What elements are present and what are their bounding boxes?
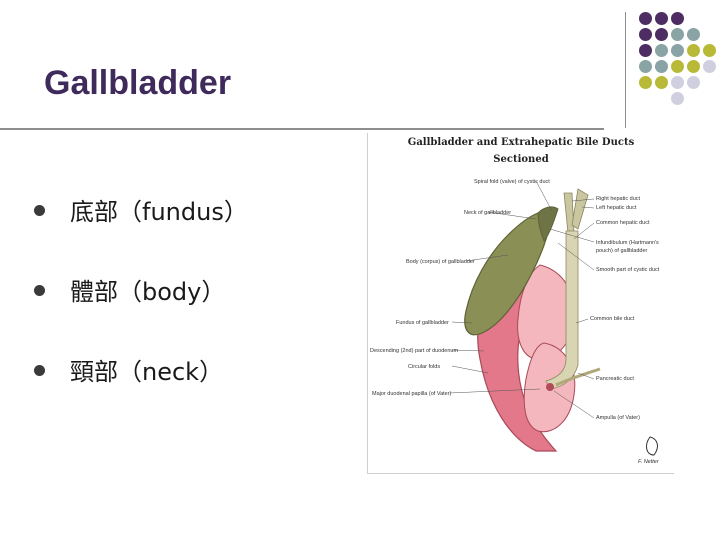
bullet-marker: [34, 205, 45, 216]
right-hepatic-duct: [563, 192, 575, 234]
dot: [687, 60, 700, 73]
label-left-hepatic-duct: Left hepatic duct: [596, 205, 637, 211]
gallbladder-neck: [537, 206, 559, 243]
label-major-duodenal-papilla: Major duodenal papilla (of Vater): [372, 391, 452, 397]
dot: [639, 60, 652, 73]
label-infundibulum: Infundibulum (Hartmann's pouch) of gallb…: [596, 240, 659, 254]
dot: [671, 76, 684, 89]
dot: [671, 60, 684, 73]
dot: [639, 44, 652, 57]
bullet-marker: [34, 285, 45, 296]
gallbladder-drawing: [449, 180, 658, 456]
label-fundus-of-gallbladder: Fundus of gallbladder: [396, 320, 449, 326]
dot: [671, 28, 684, 41]
dot: [655, 12, 668, 25]
dot: [655, 28, 668, 41]
bullet-item-body: 體部（body）: [0, 272, 360, 312]
pancreatic-duct: [555, 367, 601, 387]
bullet-marker: [34, 365, 45, 376]
label-neck-of-gallbladder: Neck of gallbladder: [464, 210, 512, 216]
label-pancreatic-duct: Pancreatic duct: [596, 376, 634, 382]
dot: [655, 76, 668, 89]
label-descending-duodenum: Descending (2nd) part of duodenum: [370, 348, 459, 354]
dot: [687, 76, 700, 89]
label-body-of-gallbladder: Body (corpus) of gallbladder: [406, 259, 475, 265]
bullet-text: 體部（body）: [70, 278, 226, 306]
signature-mark: [646, 436, 658, 456]
decorative-dot-grid: [639, 12, 720, 108]
dot: [639, 76, 652, 89]
figure-subtitle: Sectioned: [493, 154, 549, 165]
slide-title: Gallbladder: [44, 64, 232, 102]
label-leader-lines: [449, 180, 595, 419]
dot: [703, 44, 716, 57]
dot: [655, 44, 668, 57]
bullet-text: 頸部（neck）: [70, 358, 224, 386]
major-duodenal-papilla: [546, 383, 554, 391]
label-ampulla: Ampulla (of Vater): [596, 415, 640, 421]
label-common-bile-duct: Common bile duct: [590, 316, 635, 322]
label-right-hepatic-duct: Right hepatic duct: [596, 196, 641, 202]
left-hepatic-duct: [571, 188, 589, 230]
bullet-item-neck: 頸部（neck）: [0, 352, 360, 392]
bullet-text: 底部（fundus）: [70, 198, 248, 226]
label-common-hepatic-duct: Common hepatic duct: [596, 220, 650, 226]
header-vertical-divider: [625, 12, 626, 128]
dot: [671, 12, 684, 25]
header-horizontal-divider: [0, 128, 604, 130]
dot: [687, 28, 700, 41]
gallbladder-body: [464, 212, 551, 336]
dot: [687, 44, 700, 57]
dot: [671, 92, 684, 105]
dot: [655, 60, 668, 73]
figure-title: Gallbladder and Extrahepatic Bile Ducts: [407, 137, 635, 148]
bullet-item-fundus: 底部（fundus）: [0, 192, 360, 232]
label-smooth-part-cystic-duct: Smooth part of cystic duct: [596, 267, 660, 273]
dot: [639, 28, 652, 41]
dot: [671, 44, 684, 57]
dot: [703, 60, 716, 73]
label-circular-folds: Circular folds: [408, 364, 441, 370]
anatomy-illustration: Gallbladder and Extrahepatic Bile Ducts …: [367, 133, 674, 474]
label-spiral-fold: Spiral fold (valve) of cystic duct: [474, 179, 550, 185]
artist-signature: F. Netter: [638, 459, 659, 465]
dot: [639, 12, 652, 25]
